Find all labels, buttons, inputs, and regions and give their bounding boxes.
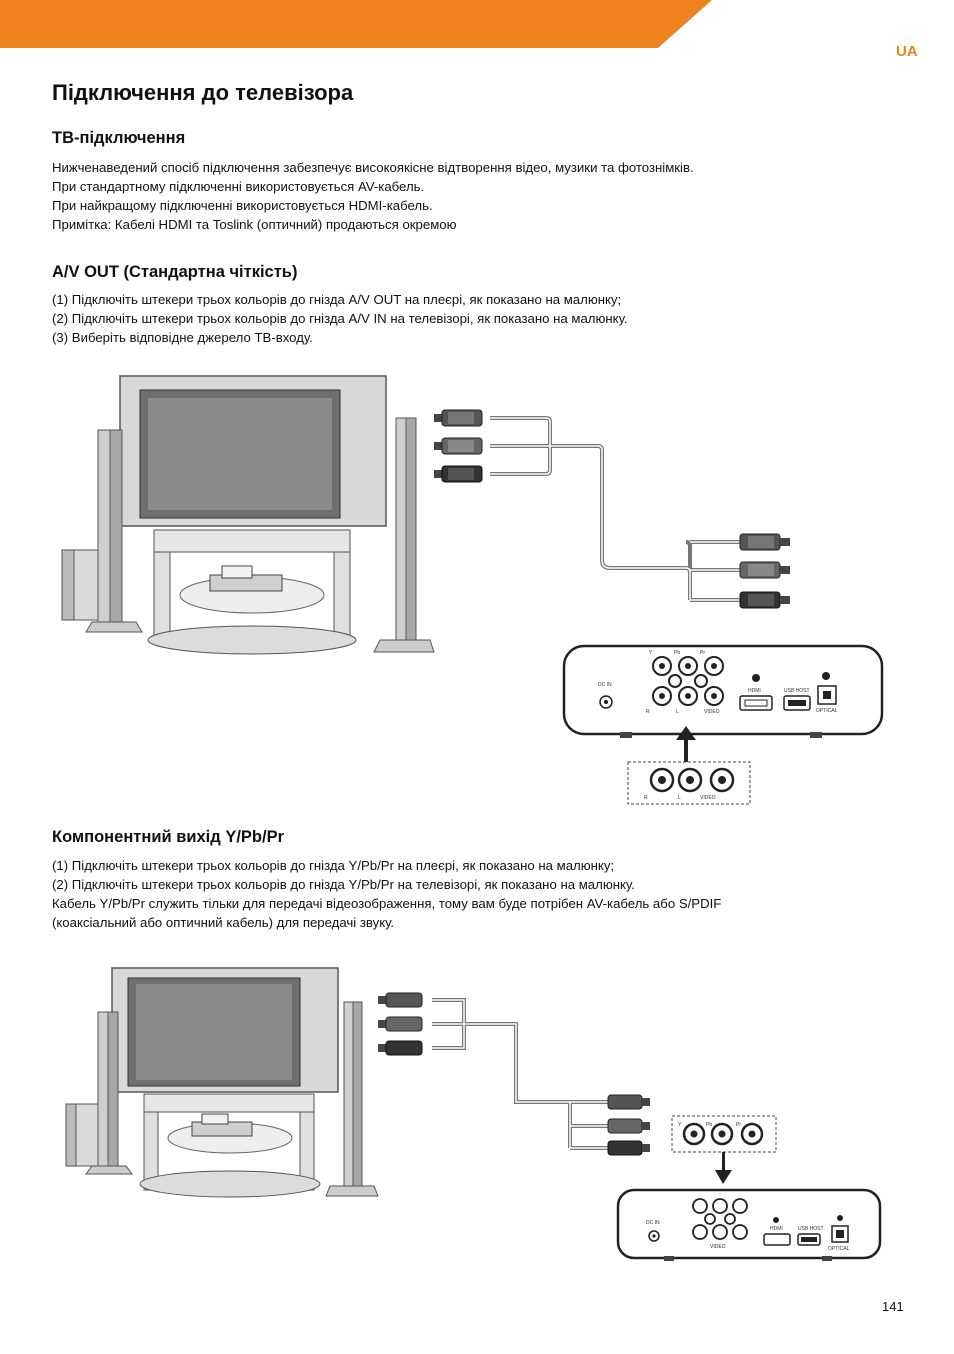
component-text: (1) Підключіть штекери трьох кольорів до… <box>52 856 721 932</box>
text-line: (2) Підключіть штекери трьох кольорів до… <box>52 311 628 326</box>
arrow-down-icon <box>715 1152 732 1184</box>
text-line: (1) Підключіть штекери трьох кольорів до… <box>52 292 622 307</box>
av-jacks-detail: R L VIDEO <box>627 761 751 805</box>
text-line: При стандартному підключенні використову… <box>52 179 425 194</box>
ypbpr-jacks-detail: Y Pb Pr <box>671 1115 777 1153</box>
text-line: (коаксіальний або оптичний кабель) для п… <box>52 915 395 930</box>
rca-plug-right-top <box>607 1094 650 1110</box>
component-heading: Компонентний вихід Y/Pb/Pr <box>52 828 284 846</box>
rca-plug-left-bottom <box>434 465 483 483</box>
dc-in-label: DC IN <box>646 1220 660 1226</box>
pr-label: Pr <box>700 650 705 656</box>
language-code: UA <box>896 43 918 60</box>
hdmi-label: HDMI <box>748 688 761 694</box>
rca-plug-left-mid <box>434 437 483 455</box>
page-title: Підключення до телевізора <box>52 80 354 105</box>
page-number: 141 <box>882 1299 904 1314</box>
text-line: Кабель Y/Pb/Pr служить тільки для переда… <box>52 896 722 911</box>
rca-plug-right-mid <box>739 561 790 579</box>
component-connection-diagram: Y Pb Pr DC IN VIDEO HDMI USB HOST OPTICA… <box>65 967 882 1261</box>
tv-connection-heading: ТВ-підключення <box>52 129 186 147</box>
speaker-right <box>373 417 435 653</box>
rca-plug-right-mid <box>607 1118 650 1134</box>
rca-plug-right-bottom <box>739 591 790 609</box>
pb-label: Pb <box>674 650 680 656</box>
r-label: R <box>644 795 648 801</box>
usb-host-label: USB HOST <box>784 688 810 694</box>
rca-plug-right-top <box>739 533 790 551</box>
arrow-up-icon <box>676 726 696 762</box>
rca-plug-right-bottom <box>607 1140 650 1156</box>
tv-illustration <box>111 967 339 1198</box>
text-line: (2) Підключіть штекери трьох кольорів до… <box>52 877 635 892</box>
l-label: L <box>676 709 679 715</box>
text-line: (3) Виберіть відповідне джерело ТВ-входу… <box>52 330 313 345</box>
speaker-left <box>65 1011 133 1175</box>
optical-label: OPTICAL <box>816 708 838 714</box>
tv-connection-text: Нижченаведений спосіб підключення забезп… <box>52 158 694 234</box>
y-label: Y <box>649 650 653 656</box>
tv-illustration <box>119 375 387 655</box>
text-line: Нижченаведений спосіб підключення забезп… <box>52 160 694 175</box>
pr-label: Pr <box>736 1122 741 1128</box>
video-label: VIDEO <box>700 795 716 801</box>
rca-plug-left-mid <box>378 1016 423 1032</box>
player-back-panel: DC IN R L VIDEO Y Pb Pr HDMI USB HOST OP… <box>562 644 884 738</box>
rca-plug-left-top <box>434 409 483 427</box>
hdmi-label: HDMI <box>770 1226 783 1232</box>
header-banner <box>0 0 712 48</box>
dc-in-label: DC IN <box>598 682 612 688</box>
usb-host-label: USB HOST <box>798 1226 824 1232</box>
y-label: Y <box>678 1122 682 1128</box>
player-back-panel: DC IN VIDEO HDMI USB HOST OPTICAL <box>616 1188 882 1261</box>
text-line: Примітка: Кабелі HDMI та Toslink (оптичн… <box>52 217 457 232</box>
l-label: L <box>678 795 681 801</box>
speaker-left <box>61 429 143 633</box>
speaker-right <box>325 1001 379 1197</box>
text-line: При найкращому підключенні використовуєт… <box>52 198 433 213</box>
video-label: VIDEO <box>704 709 720 715</box>
av-out-text: (1) Підключіть штекери трьох кольорів до… <box>52 290 628 347</box>
pb-label: Pb <box>706 1122 712 1128</box>
av-connection-diagram: DC IN R L VIDEO Y Pb Pr HDMI USB HOST OP… <box>61 375 884 805</box>
rca-plug-left-top <box>378 992 423 1008</box>
r-label: R <box>646 709 650 715</box>
video-label: VIDEO <box>710 1244 726 1250</box>
av-out-heading: A/V OUT (Стандартна чіткість) <box>52 263 298 281</box>
text-line: (1) Підключіть штекери трьох кольорів до… <box>52 858 615 873</box>
rca-plug-left-bottom <box>378 1040 423 1056</box>
optical-label: OPTICAL <box>828 1246 850 1252</box>
